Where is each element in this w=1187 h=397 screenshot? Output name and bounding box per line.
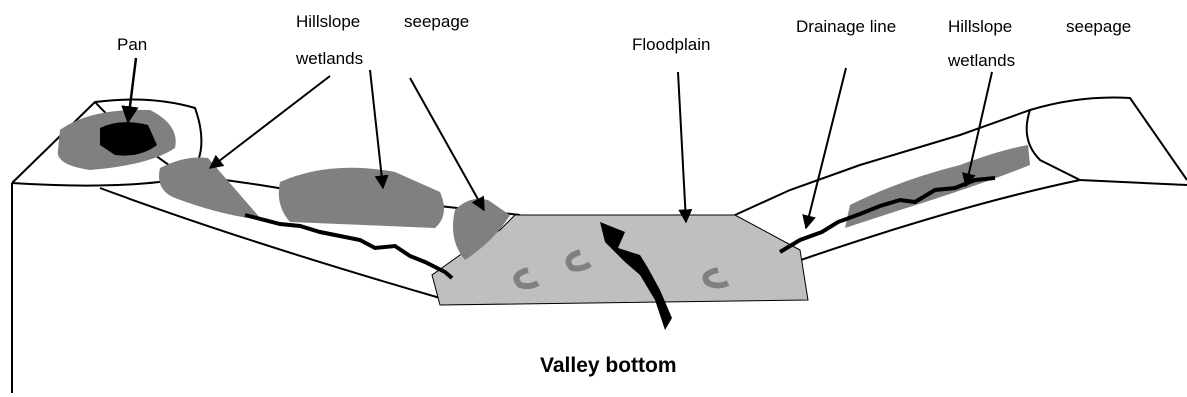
- wetland-left-2: [279, 168, 444, 228]
- label-valley-bottom: Valley bottom: [540, 354, 677, 378]
- right-hill-outline: [735, 98, 1187, 216]
- label-drainage-line: Drainage line: [796, 17, 896, 37]
- label-hillslope-right-line2: wetlands: [948, 51, 1015, 71]
- label-hillslope-right-line1b: seepage: [1066, 17, 1131, 37]
- label-hillslope-left-line1: Hillslope: [296, 12, 360, 32]
- arrow-hillslope-left-1: [210, 76, 330, 168]
- label-hillslope-right-line1: Hillslope: [948, 17, 1012, 37]
- label-hillslope-left-line1b: seepage: [404, 12, 469, 32]
- arrow-floodplain: [678, 72, 686, 222]
- right-hill-inner-outline: [1027, 110, 1187, 185]
- label-pan: Pan: [117, 35, 147, 55]
- arrow-drainage-line: [806, 68, 846, 228]
- label-hillslope-left-line2: wetlands: [296, 49, 363, 69]
- label-floodplain: Floodplain: [632, 35, 710, 55]
